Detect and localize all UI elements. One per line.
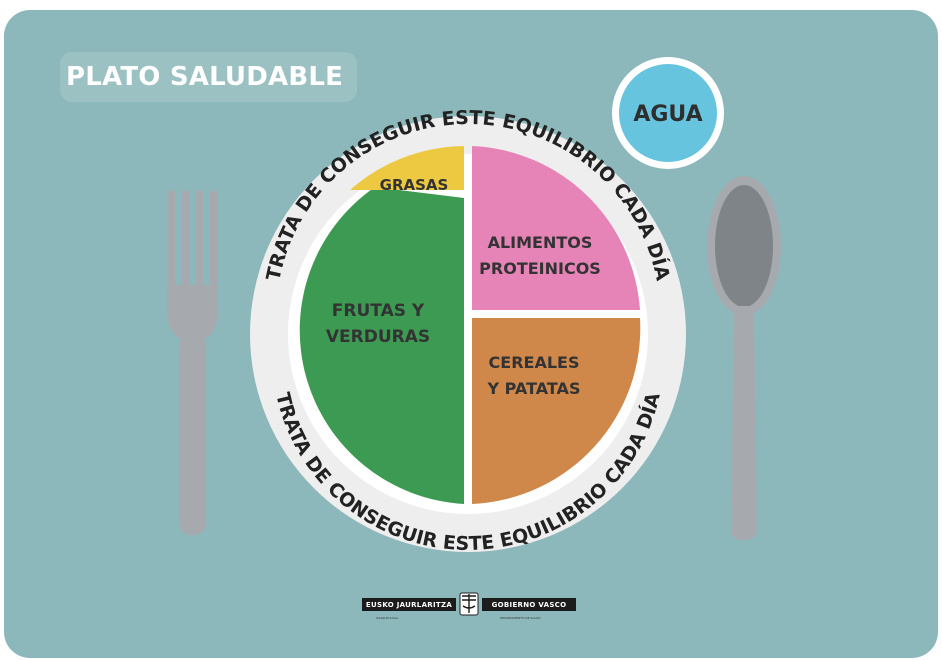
- frutas-label-line2: VERDURAS: [326, 327, 430, 347]
- water-label: AGUA: [633, 102, 702, 127]
- gobierno-vasco-logo: EUSKO JAURLARITZA GOBIERNO VASCO OSASUN …: [362, 592, 576, 620]
- logo-subtext-right: DEPARTAMENTO DE SALUD: [500, 616, 541, 620]
- fork-icon: [167, 190, 218, 535]
- grasas-label: GRASAS: [380, 176, 449, 194]
- logo-text-right: GOBIERNO VASCO: [492, 601, 567, 609]
- title-badge: PLATO SALUDABLE: [60, 52, 358, 102]
- logo-emblem-icon: [459, 592, 479, 616]
- logo-subtext-left: OSASUN SAILA: [376, 616, 399, 620]
- spoon-icon: [707, 176, 781, 540]
- segment-cereales-patatas: [472, 318, 641, 504]
- proteinicos-label-line2: PROTEINICOS: [479, 259, 601, 278]
- proteinicos-label-line1: ALIMENTOS: [488, 233, 593, 252]
- segment-alimentos-proteinicos: [472, 146, 640, 310]
- placemat: PLATO SALUDABLE AGUA: [4, 10, 938, 658]
- page-title: PLATO SALUDABLE: [66, 62, 344, 92]
- frutas-label-line1: FRUTAS Y: [332, 301, 425, 321]
- segment-grasas: [350, 146, 464, 190]
- cereales-label-line2: Y PATATAS: [487, 379, 581, 398]
- cereales-label-line1: CEREALES: [489, 353, 580, 372]
- segment-frutas-verduras: [299, 187, 464, 504]
- water-glass: AGUA: [612, 57, 724, 169]
- logo-text-left: EUSKO JAURLARITZA: [366, 601, 452, 609]
- plate: GRASAS FRUTAS Y VERDURAS ALIMENTOS PROTE…: [250, 107, 686, 555]
- plate-scene: AGUA GRASAS FRUTAS Y VERDURAS ALIMENTOS …: [167, 57, 781, 620]
